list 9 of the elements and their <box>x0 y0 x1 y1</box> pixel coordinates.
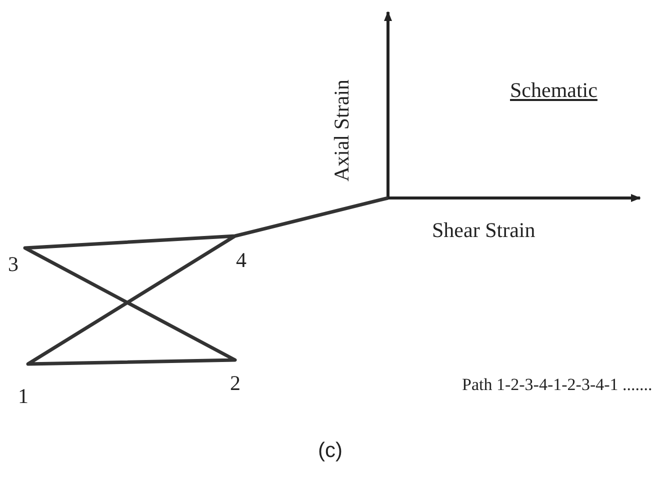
point-number: 3 <box>8 254 18 275</box>
point-number: 2 <box>230 373 240 394</box>
chart-title: Schematic <box>510 80 598 101</box>
path-label: Path 1-2-3-4-1-2-3-4-1 ....... <box>462 376 652 393</box>
axis-label: Axial Strain <box>332 78 353 182</box>
point-number: 1 <box>18 386 28 407</box>
figure-label: (c) <box>318 440 342 461</box>
point-number: 4 <box>236 250 246 271</box>
axis-label: Shear Strain <box>432 220 536 241</box>
